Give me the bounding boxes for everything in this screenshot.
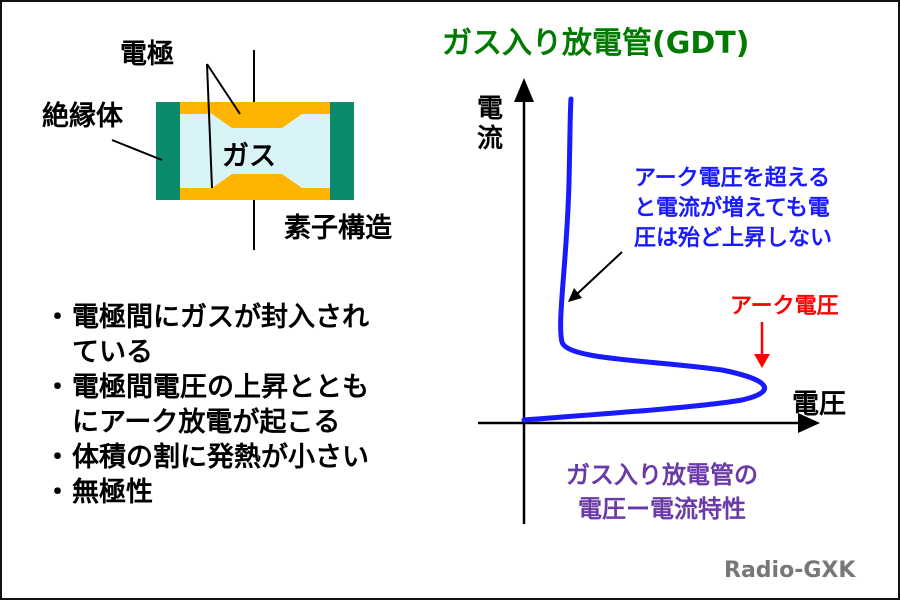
arc-voltage-label: アーク電圧 [730, 294, 839, 319]
bullet-mark: ・ [44, 477, 71, 508]
leader-electrode-top [206, 63, 241, 115]
caption-line: ガス入り放電管の [566, 461, 758, 489]
bullet-mark: ・ [44, 302, 71, 333]
list-item: ・ 電極間電圧の上昇ととも にアーク放電が起こる [40, 370, 369, 440]
list-item: ・ 電極間にガスが封入され ている [40, 300, 369, 370]
insulator-right [330, 102, 354, 200]
x-axis-label: 電圧 [792, 389, 846, 420]
feature-list: ・ 電極間にガスが封入され ている ・ 電極間電圧の上昇ととも にアーク放電が起… [40, 300, 369, 510]
list-item-text-cont: にアーク放電が起こる [72, 407, 341, 438]
list-item-text: 電極間にガスが封入され [72, 302, 369, 333]
annotation-text: アーク電圧を超える と電流が増えても電 圧は殆ど上昇しない [634, 164, 832, 254]
list-item-text-cont: ている [72, 337, 153, 368]
arc-voltage-arrow-head [754, 354, 770, 368]
vi-characteristic-curve [521, 96, 767, 423]
leader-insulator [111, 139, 163, 161]
annotation-line: 圧は殆ど上昇しない [634, 226, 833, 251]
list-item-text: 体積の割に発熱が小さい [72, 442, 369, 473]
annotation-pointer-head [568, 288, 582, 302]
list-item: ・ 体積の割に発熱が小さい [40, 440, 369, 475]
leader-electrode-bottom [206, 63, 213, 189]
label-gas: ガス [222, 141, 276, 172]
label-structure: 素子構造 [284, 213, 392, 244]
electrode-top [180, 102, 330, 128]
electrode-bottom [180, 174, 330, 200]
label-insulator: 絶縁体 [42, 101, 123, 132]
label-electrode: 電極 [120, 39, 174, 70]
annotation-pointer [576, 251, 623, 295]
annotation-line: アーク電圧を超える [634, 166, 831, 191]
bullet-mark: ・ [44, 442, 71, 473]
page-title: ガス入り放電管(GDT) [442, 26, 750, 61]
caption-line: 電圧ー電流特性 [578, 495, 746, 523]
graph-caption: ガス入り放電管の 電圧ー電流特性 [566, 458, 758, 526]
credit-text: Radio-GXK [724, 558, 856, 583]
y-axis-arrow [514, 78, 534, 102]
list-item: ・ 無極性 [40, 475, 369, 510]
list-item-text: 電極間電圧の上昇ととも [72, 372, 369, 403]
bullet-mark: ・ [44, 372, 71, 403]
y-axis-label: 電流 [476, 94, 503, 154]
x-axis-arrow [798, 413, 820, 433]
annotation-line: と電流が増えても電 [634, 196, 830, 221]
insulator-left [156, 102, 180, 200]
list-item-text: 無極性 [72, 477, 153, 508]
